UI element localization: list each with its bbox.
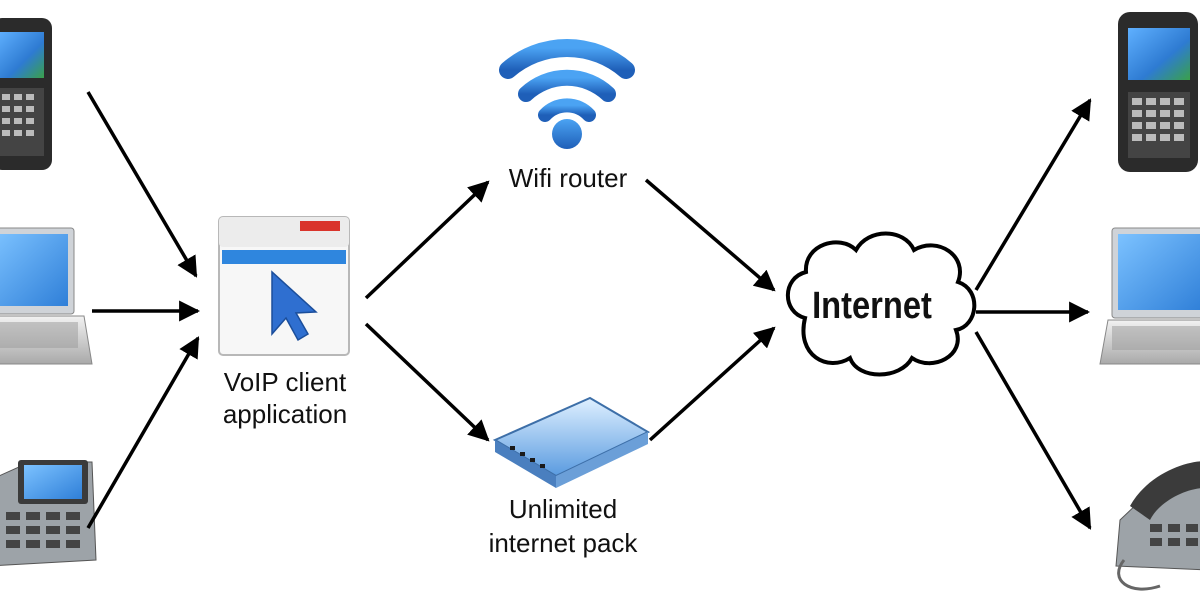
arrow-wifi-to-internet — [644, 178, 776, 292]
arrow-voip-to-wifi — [364, 180, 490, 300]
right-smartphone-icon — [1118, 12, 1198, 172]
wifi-router-label: Wifi router — [508, 163, 628, 193]
right-arrows — [974, 98, 1092, 530]
internet-label: Internet — [812, 285, 932, 327]
internet-pack-label-line1: Unlimited — [508, 494, 618, 524]
right-laptop-icon — [1099, 227, 1200, 365]
arrow-voip-to-pack — [364, 322, 490, 442]
arrow-internet-to-deskphone — [974, 331, 1092, 530]
internet-pack-label-line2: internet pack — [488, 528, 638, 558]
left-laptop-icon — [0, 227, 93, 365]
middle-arrows — [364, 178, 776, 442]
cursor-arrow-icon — [271, 270, 318, 342]
arrow-smartphone-to-voip — [86, 91, 198, 278]
right-desk-phone-icon — [1115, 461, 1200, 591]
left-desk-phone-icon — [0, 460, 97, 566]
arrow-deskphone-to-voip — [86, 336, 200, 529]
internet-cloud-icon — [785, 231, 977, 377]
arrow-internet-to-smartphone — [974, 98, 1092, 291]
voip-client-label-line1: VoIP client — [223, 367, 347, 397]
voip-client-label: VoIP client application — [205, 366, 365, 430]
arrow-pack-to-internet — [648, 326, 776, 442]
internet-pack-label: Unlimited internet pack — [478, 492, 648, 560]
voip-client-label-line2: application — [222, 399, 348, 429]
left-smartphone-icon — [0, 18, 52, 170]
voip-app-window-icon — [218, 216, 350, 356]
router-modem-icon — [492, 396, 651, 488]
left-arrows — [86, 91, 201, 529]
wifi-icon — [499, 39, 635, 149]
